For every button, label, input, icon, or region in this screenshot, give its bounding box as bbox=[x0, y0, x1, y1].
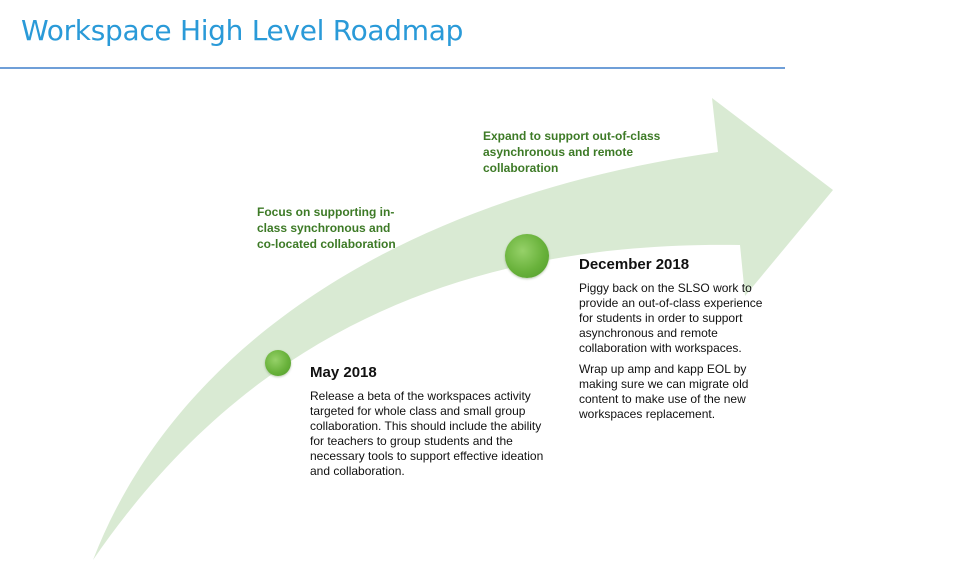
milestone-description-may-2018: Release a beta of the workspaces activit… bbox=[310, 389, 545, 479]
title-divider bbox=[0, 67, 785, 69]
focus-note-out-of-class: Expand to support out-of-class asynchron… bbox=[483, 129, 661, 175]
milestone-dot-december-2018 bbox=[505, 234, 549, 278]
milestone-date-may-2018: May 2018 bbox=[310, 364, 377, 381]
milestone-dot-may-2018 bbox=[265, 350, 291, 376]
focus-note-in-class: Focus on supporting in-class synchronous… bbox=[257, 205, 396, 251]
milestone-paragraph: Piggy back on the SLSO work to provide a… bbox=[579, 281, 763, 355]
roadmap-arrow-shape bbox=[93, 98, 833, 560]
milestone-description-december-2018: Piggy back on the SLSO work to provide a… bbox=[579, 281, 779, 422]
milestone-paragraph: Wrap up amp and kapp EOL by making sure … bbox=[579, 362, 749, 421]
slide-title: Workspace High Level Roadmap bbox=[21, 14, 464, 47]
milestone-paragraph: Release a beta of the workspaces activit… bbox=[310, 389, 544, 478]
milestone-date-december-2018: December 2018 bbox=[579, 256, 690, 273]
